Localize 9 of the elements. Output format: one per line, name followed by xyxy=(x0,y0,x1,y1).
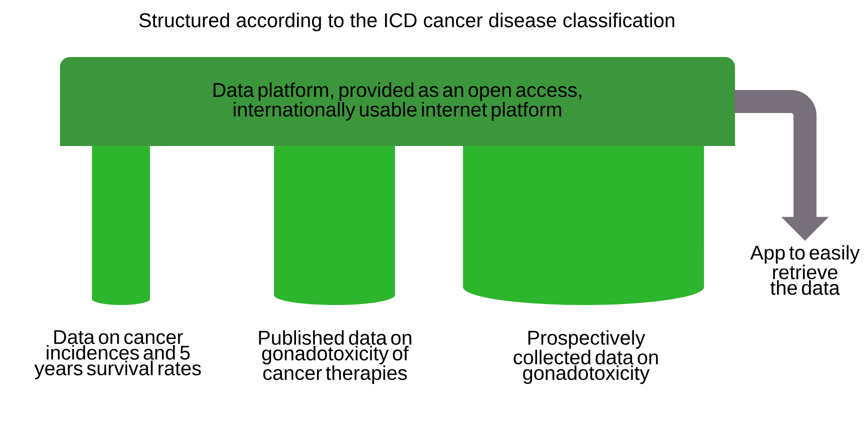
cylinder xyxy=(92,146,150,305)
platform-box: Data platform, provided as an open access, internationally usable internet platform xyxy=(60,57,735,146)
cylinder xyxy=(274,146,395,305)
cylinder xyxy=(463,146,704,305)
caption-text: Prospectively collected data on gonadotoxicity xyxy=(514,330,658,384)
caption-text: Data on cancer incidences and 5 years survival rates xyxy=(34,330,201,380)
app-text: App to easily retrieve the data xyxy=(750,245,860,295)
caption-text: Published data on gonadotoxicity of cancer therapies xyxy=(259,330,412,384)
title: Structured according to the ICD cancer disease classification xyxy=(139,12,674,32)
